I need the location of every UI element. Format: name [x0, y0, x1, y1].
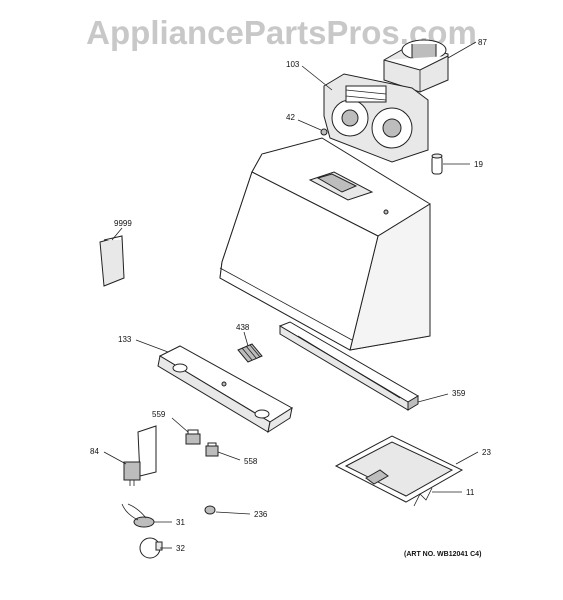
range-hood-body	[219, 137, 431, 351]
callout-19: 19	[474, 160, 483, 169]
callout-236: 236	[254, 510, 268, 519]
callout-103: 103	[286, 60, 300, 69]
part-559-switch[interactable]	[185, 429, 201, 445]
part-438-filter[interactable]	[237, 343, 263, 363]
callout-87: 87	[478, 38, 487, 47]
callout-42: 42	[286, 113, 295, 122]
part-19-capacitor[interactable]	[431, 153, 443, 175]
part-23-grease-filter[interactable]	[334, 435, 464, 503]
part-42-screw[interactable]	[320, 128, 328, 136]
callout-11: 11	[466, 488, 475, 497]
art-number: (ART NO. WB12041 C4)	[404, 551, 481, 558]
callout-558: 558	[244, 457, 258, 466]
callout-438: 438	[236, 323, 250, 332]
callout-9999: 9999	[114, 219, 132, 228]
callout-23: 23	[482, 448, 491, 457]
callout-84: 84	[90, 447, 99, 456]
part-236-knob[interactable]	[204, 505, 216, 515]
part-32-light-bulb[interactable]	[139, 537, 163, 559]
part-133-bottom-panel[interactable]	[157, 345, 293, 434]
callout-31: 31	[176, 518, 185, 527]
callout-32: 32	[176, 544, 185, 553]
part-87-vent-adapter[interactable]	[383, 39, 449, 93]
part-103-blower-assembly[interactable]	[323, 73, 429, 163]
part-31-lamp-socket[interactable]	[121, 503, 155, 528]
part-359-channel[interactable]	[278, 321, 419, 411]
part-9999-manual[interactable]	[99, 235, 125, 287]
callout-359: 359	[452, 389, 466, 398]
callout-559: 559	[152, 410, 166, 419]
callout-133: 133	[118, 335, 132, 344]
part-84-transformer[interactable]	[123, 425, 157, 486]
part-558-switch[interactable]	[205, 442, 219, 457]
part-11-clip[interactable]	[413, 487, 433, 507]
